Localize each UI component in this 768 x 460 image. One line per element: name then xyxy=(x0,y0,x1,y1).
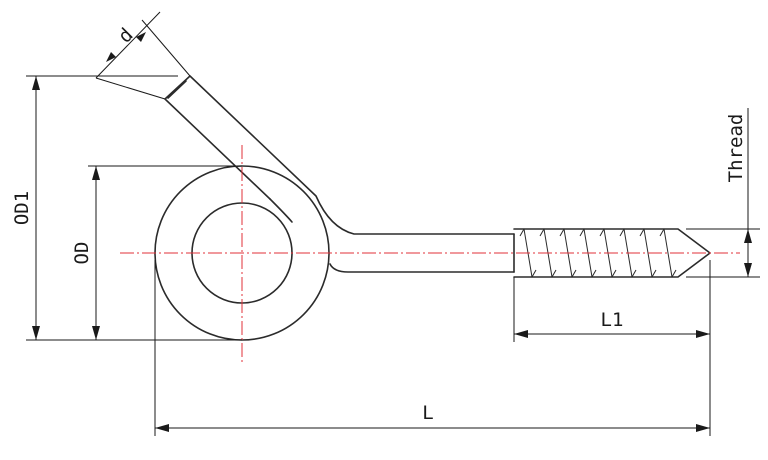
dimension-od1: OD1 xyxy=(11,75,242,341)
shank xyxy=(329,263,515,273)
dimension-l1: L1 xyxy=(513,260,711,436)
label-d: d xyxy=(114,24,138,48)
leg-ring-junction xyxy=(269,198,293,223)
dimension-d: d xyxy=(95,11,191,100)
centerlines xyxy=(120,145,740,362)
label-thread: Thread xyxy=(725,114,747,183)
dimension-thread: Thread xyxy=(686,108,760,278)
eye-screw-part xyxy=(154,75,711,341)
angled-leg xyxy=(164,75,515,235)
dimension-od: OD xyxy=(71,165,242,340)
label-l: L xyxy=(422,402,433,424)
label-od1: OD1 xyxy=(11,191,33,225)
label-l1: L1 xyxy=(601,309,624,331)
label-od: OD xyxy=(71,242,93,265)
dimension-l: L xyxy=(154,260,710,436)
